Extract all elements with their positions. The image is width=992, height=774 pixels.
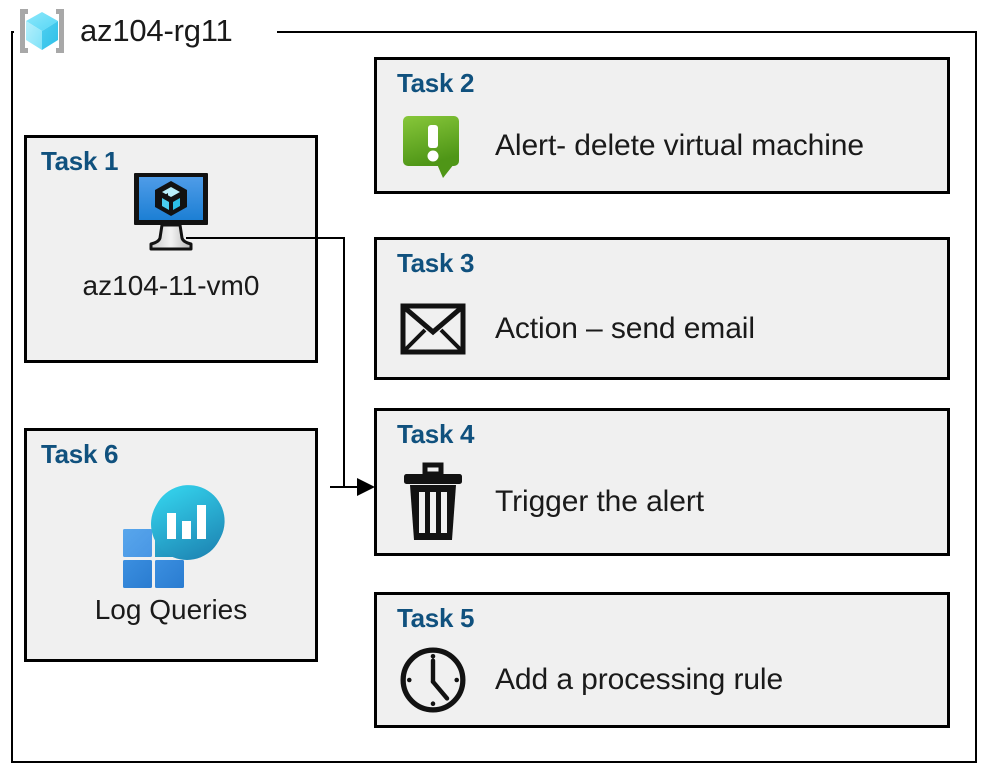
log-analytics-icon [123,485,225,588]
task-card-task3[interactable]: Task 3 Action – send email [374,237,950,380]
task-card-icon-wrap [397,639,469,721]
task-card-icon-wrap [27,160,315,260]
task-card-title: Task 6 [41,439,119,469]
virtual-machine-icon [134,173,208,251]
trash-can-icon [404,462,462,540]
task-card-label: Trigger the alert [495,485,704,518]
task-card-title: Task 5 [397,603,475,633]
task-card-icon-wrap [397,299,469,359]
task-card-row: Alert- delete virtual machine [397,104,937,187]
task-card-label: az104-11-vm0 [82,270,260,301]
task-card-task4[interactable]: Task 4 Trigger the alert [374,408,950,556]
resource-group-frame-top-right [277,31,977,33]
connector-segment-horizontal-bottom [330,486,360,488]
clock-icon [400,647,466,713]
resource-group-cube-icon [20,9,64,53]
task-card-row: Add a processing rule [397,639,937,721]
alert-bubble-icon [403,115,459,178]
task-card-title: Task 2 [397,68,475,98]
task-card-label: Action – send email [495,311,755,345]
task-card-label: Log Queries [94,594,248,625]
task-card-task6[interactable]: Task 6 [24,428,318,662]
task-card-icon-wrap [397,461,469,543]
task-card-row: Trigger the alert [397,455,937,549]
task-card-row: Action – send email [397,284,937,373]
task-card-title: Task 1 [41,146,119,176]
task-card-label: Add a processing rule [495,663,784,696]
task-card-icon-wrap [27,479,315,591]
task-card-task1[interactable]: Task 1 [24,135,318,363]
resource-group-name: az104-rg11 [80,13,233,48]
task-card-task2[interactable]: Task 2 Alert- delete virtual machin [374,57,950,194]
arrowhead-right-icon [357,478,375,496]
task-card-title: Task 4 [397,419,475,449]
resource-group-frame [11,31,977,763]
connector-segment-vertical [343,237,345,487]
task-card-task5[interactable]: Task 5 Add a processing rule [374,592,950,728]
task-card-title: Task 3 [397,248,475,278]
resource-group-header: az104-rg11 [14,2,239,60]
connector-segment-horizontal-top [186,237,345,239]
envelope-icon [400,303,466,354]
task-card-label: Alert- delete virtual machine [495,128,864,162]
task-card-icon-wrap [397,110,469,182]
